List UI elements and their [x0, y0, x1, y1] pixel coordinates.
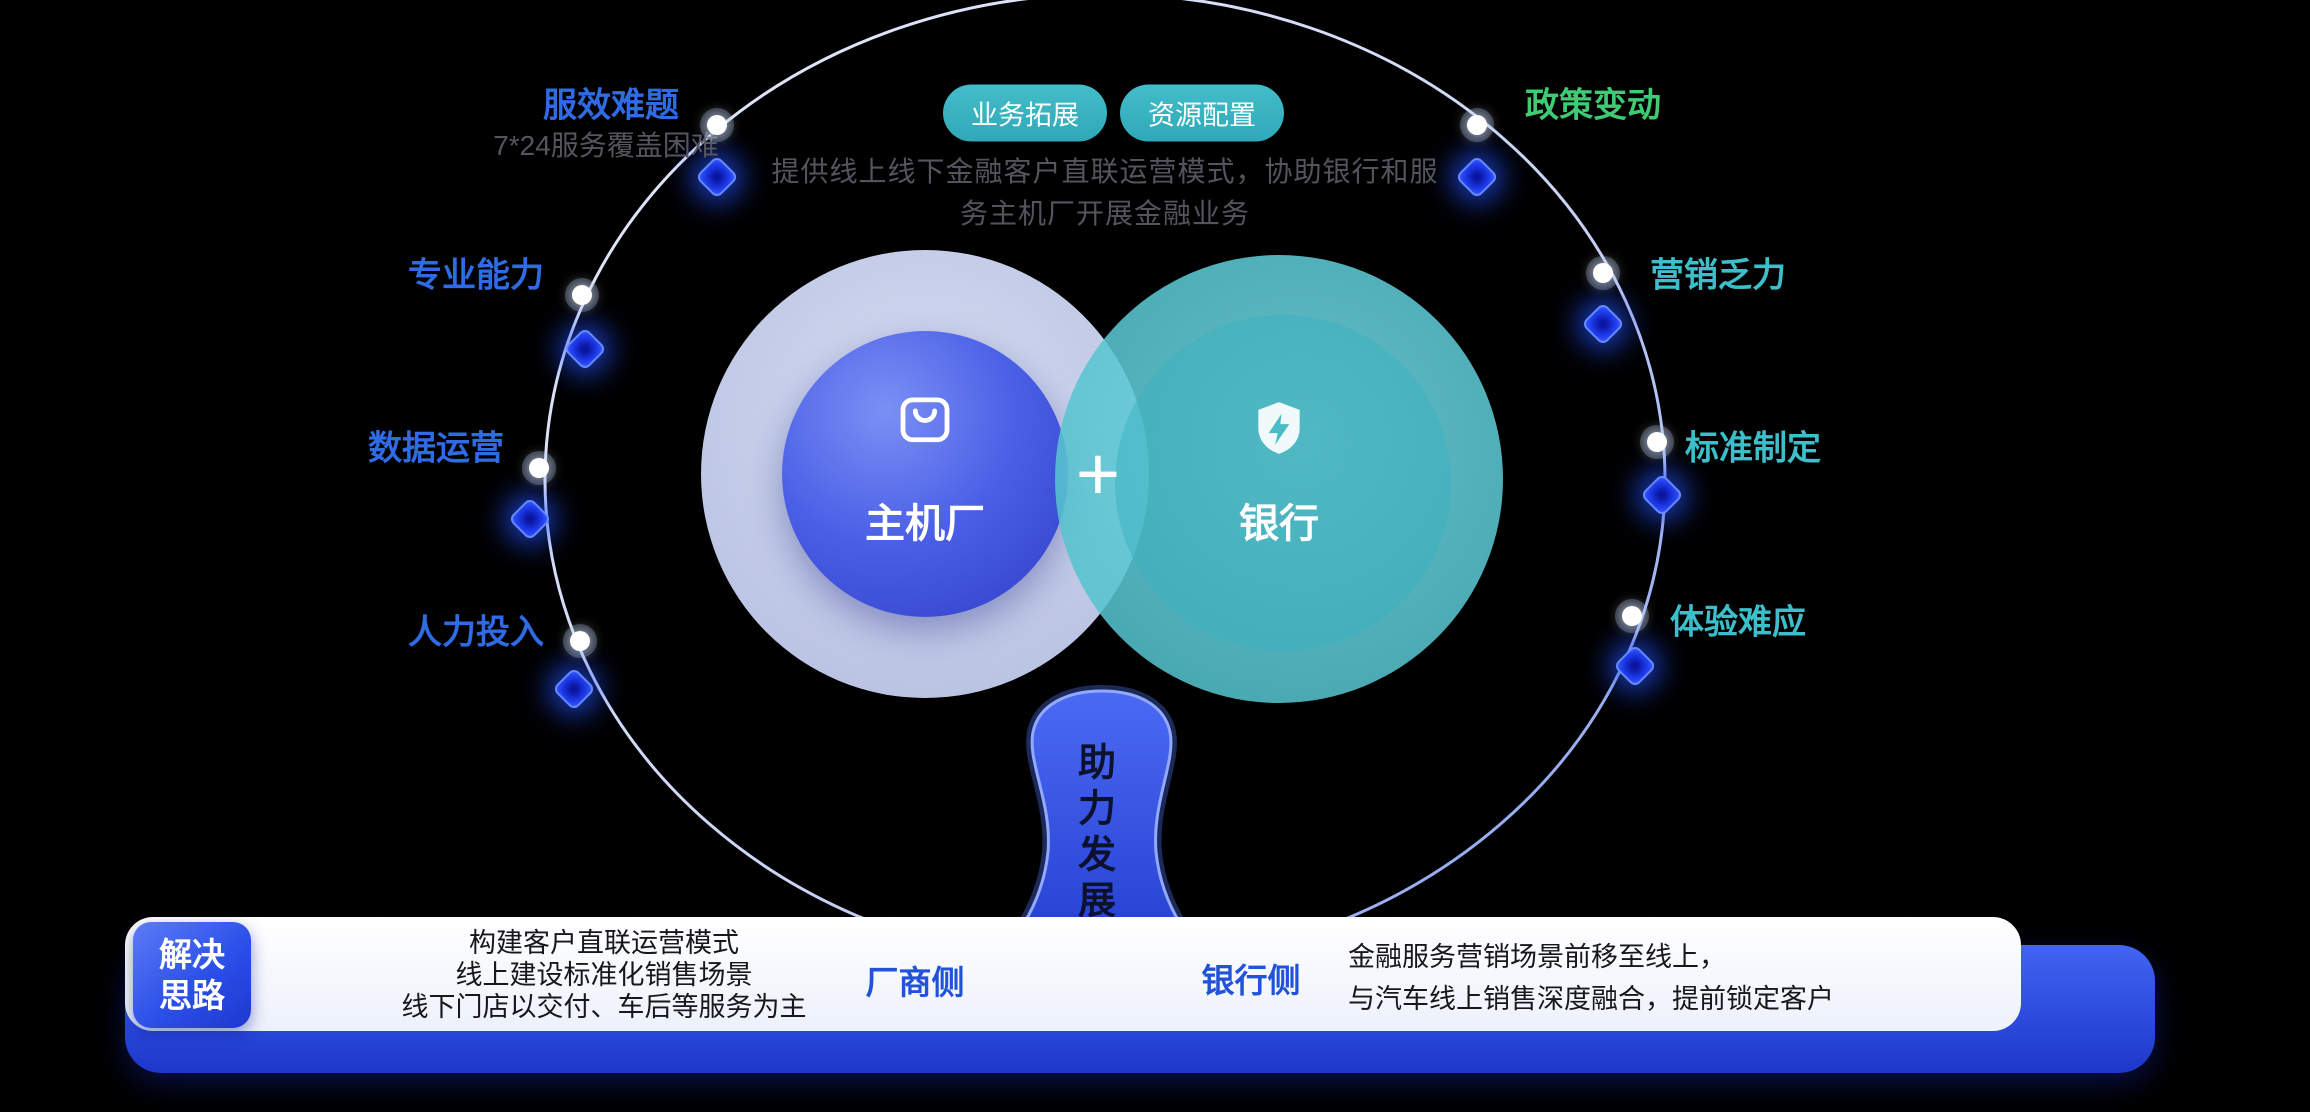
bank-solution-text: 金融服务营销场景前移至线上， 与汽车线上销售深度融合，提前锁定客户	[1348, 936, 1834, 1020]
maker-side-label: 厂商侧	[865, 964, 965, 1001]
pain-point-left-2: 专业能力	[408, 256, 544, 295]
plus-sign: +	[1075, 431, 1121, 517]
pain-point-right-1: 政策变动	[1525, 86, 1661, 125]
oem-circle-inner	[782, 331, 1068, 617]
bank-solution-line2: 与汽车线上销售深度融合，提前锁定客户	[1348, 984, 1834, 1014]
pain-point-right-2: 营销乏力	[1650, 256, 1786, 295]
ring-node-dot	[1593, 263, 1613, 283]
maker-solution-text: 构建客户直联运营模式 线上建设标准化销售场景 线下门店以交付、车后等服务为主	[402, 927, 807, 1023]
bank-circle-inner	[1115, 315, 1451, 651]
pain-point-left-1-sub: 7*24服务覆盖困难	[493, 130, 719, 161]
ring-node-dot	[707, 115, 727, 135]
description-line-1: 提供线上线下金融客户直联运营模式，协助银行和服	[771, 156, 1439, 187]
tag-business-expansion: 业务拓展	[943, 84, 1107, 142]
shopping-bag-icon	[900, 397, 950, 443]
ring-node-dot	[1622, 606, 1642, 626]
pain-point-left-1: 服效难题	[543, 86, 679, 125]
maker-solution-line2: 线上建设标准化销售场景	[455, 960, 753, 990]
shield-bolt-icon	[1258, 402, 1300, 454]
trunk-vertical-text: 助力发展	[1071, 742, 1114, 926]
bank-circle-label: 银行	[1239, 502, 1319, 546]
pain-point-right-3: 标准制定	[1685, 429, 1821, 468]
bank-solution-line1: 金融服务营销场景前移至线上，	[1348, 942, 1726, 972]
bank-side-label: 银行侧	[1201, 962, 1301, 999]
ring-node-dot	[1647, 432, 1667, 452]
solution-badge-line2: 思路	[159, 977, 225, 1014]
solution-bar	[125, 917, 2021, 1031]
solution-badge-line1: 解决	[159, 936, 225, 973]
maker-solution-line3: 线下门店以交付、车后等服务为主	[401, 992, 807, 1022]
ring-node-dot	[572, 285, 592, 305]
maker-solution-line1: 构建客户直联运营模式	[469, 928, 739, 958]
ring-node-dot	[1467, 115, 1487, 135]
tag-resource-allocation: 资源配置	[1120, 84, 1284, 142]
pain-point-left-3: 数据运营	[368, 429, 504, 468]
ring-node-dot	[529, 458, 549, 478]
description-line-2: 务主机厂开展金融业务	[959, 198, 1251, 229]
solution-badge: 解决 思路	[133, 922, 251, 1028]
pain-point-right-4: 体验难应	[1670, 603, 1806, 642]
oem-circle-label: 主机厂	[865, 502, 985, 546]
pain-point-left-4: 人力投入	[408, 613, 544, 652]
ring-node-dot	[570, 631, 590, 651]
